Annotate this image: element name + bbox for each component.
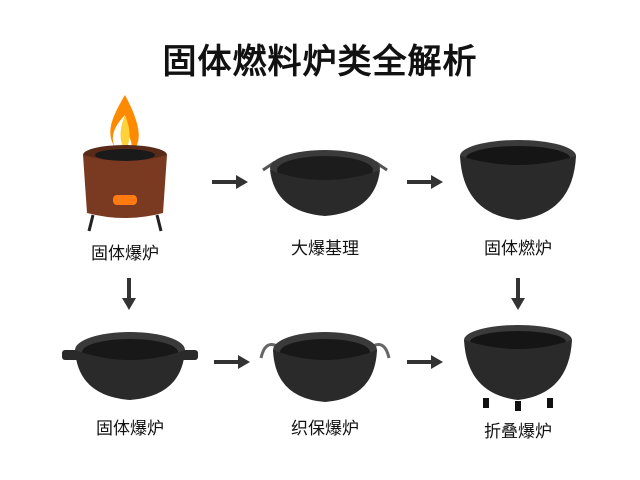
deep-pot-icon — [460, 140, 576, 220]
arrow-down — [511, 278, 525, 310]
burning-stove-icon — [83, 95, 167, 232]
node-casserole: 固体爆炉 — [60, 320, 200, 439]
casserole-pan-icon — [62, 332, 198, 400]
arrow-right — [212, 175, 248, 189]
wire-handle-pan-icon — [259, 332, 391, 402]
node-wire-handle-pan: 织保爆炉 — [255, 320, 395, 439]
footed-pot-icon — [464, 325, 572, 411]
handled-wok-icon — [262, 150, 388, 216]
node-label: 固体燃炉 — [484, 239, 552, 259]
node-big-wok: 大爆基理 — [255, 130, 395, 259]
node-label: 固体爆炉 — [96, 419, 164, 439]
arrow-right — [407, 355, 443, 369]
node-label: 折叠爆炉 — [484, 422, 552, 442]
node-deep-pot: 固体燃炉 — [448, 130, 588, 259]
arrow-right — [407, 175, 443, 189]
node-solid-fuel-stove: 固体爆炉 — [55, 85, 195, 264]
arrow-down — [122, 278, 136, 310]
arrow-right — [214, 355, 250, 369]
page-title: 固体燃料炉类全解析 — [162, 42, 478, 82]
node-label: 织保爆炉 — [291, 419, 359, 439]
node-label: 固体爆炉 — [91, 244, 159, 264]
node-folding-pot: 折叠爆炉 — [448, 318, 588, 442]
node-label: 大爆基理 — [291, 239, 359, 259]
